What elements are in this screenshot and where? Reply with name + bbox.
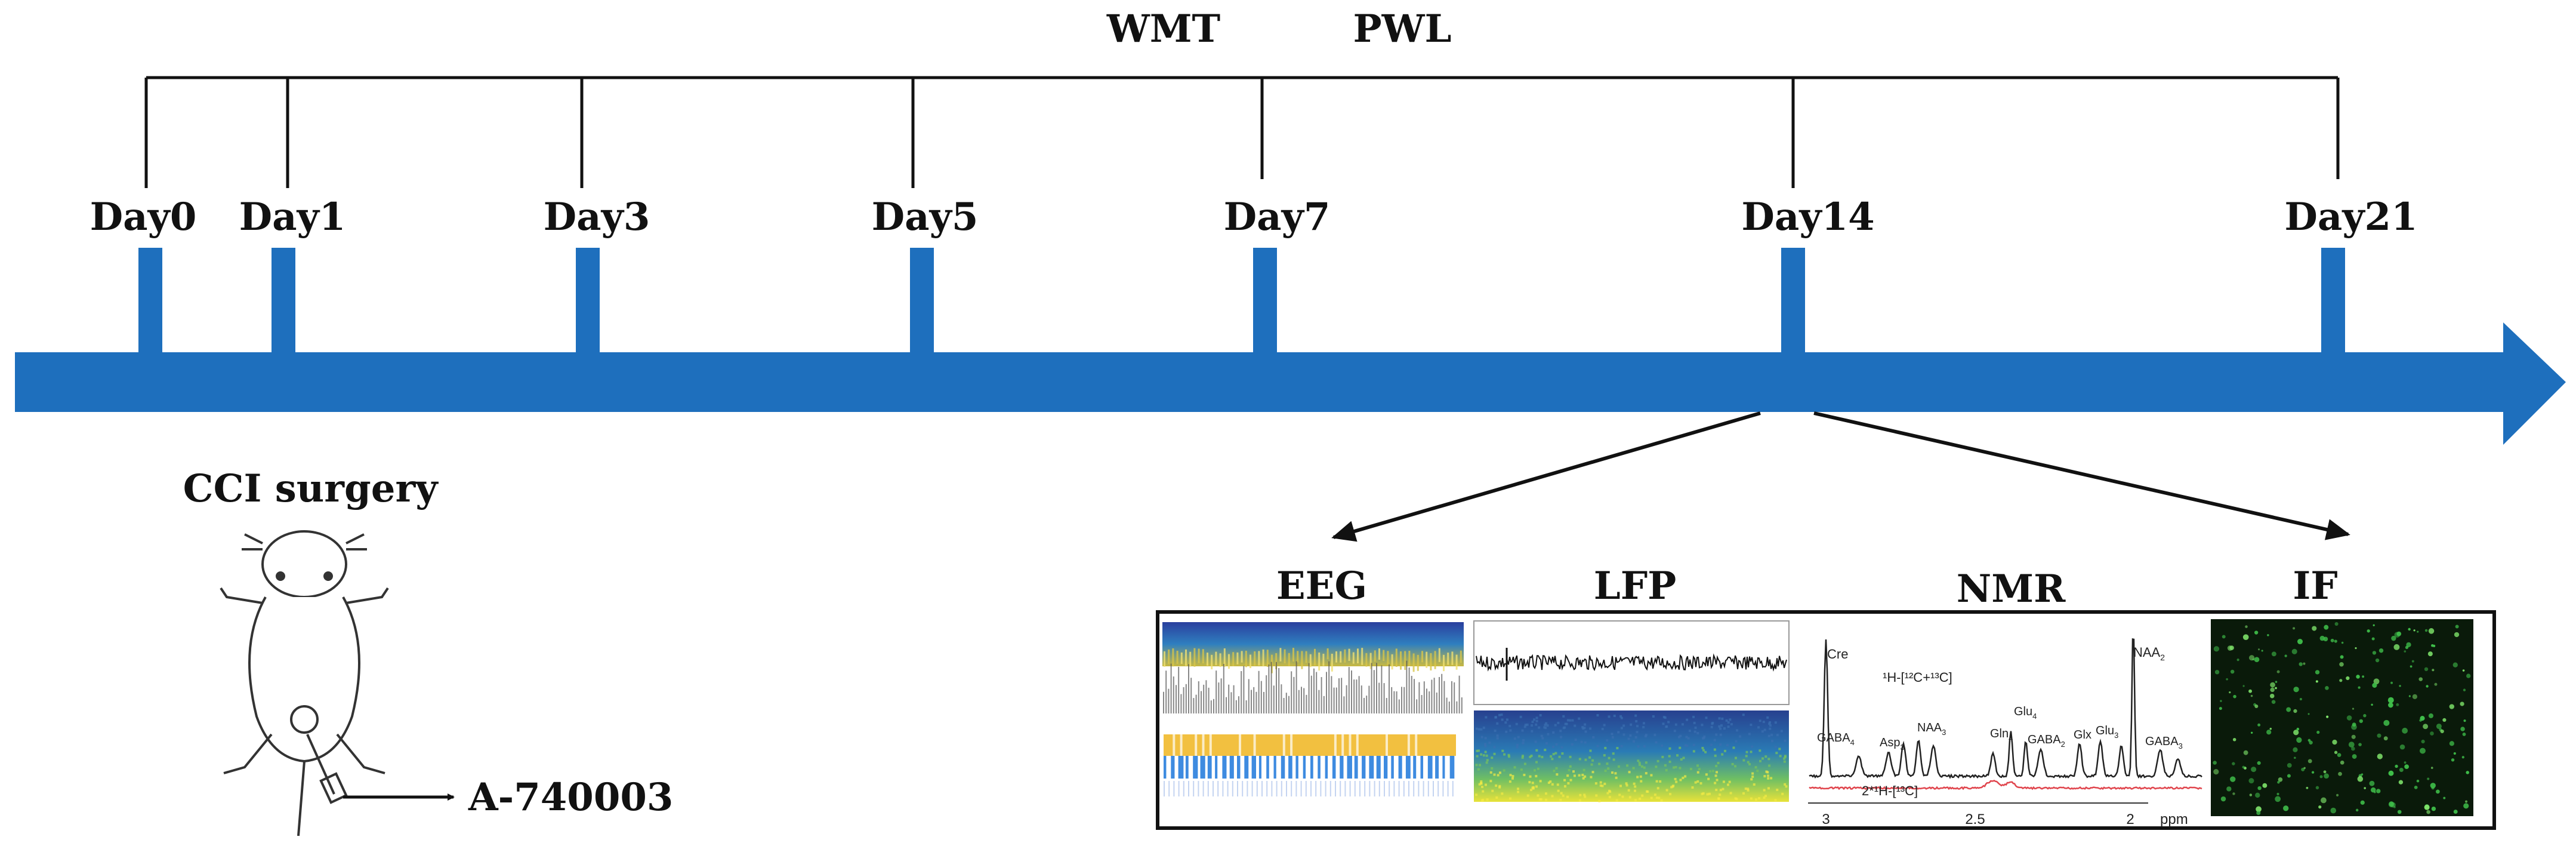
day-label-day14: Day14 xyxy=(1741,195,1874,239)
nmr-tick-2: 2 xyxy=(2126,811,2134,828)
nmr-panel: 3 2.5 2 ppm ¹H-[¹²C+¹³C] 2*¹H-[¹³C] Cre … xyxy=(1801,621,2205,828)
cci-surgery-label: CCI surgery xyxy=(183,466,439,511)
peak-glx: Glx xyxy=(2074,728,2091,742)
day-tick-day7 xyxy=(1253,248,1277,355)
peak-gln4: Gln4 xyxy=(1990,727,2013,743)
peak-asp3: Asp3 xyxy=(1880,736,1905,752)
pwl-label: PWL xyxy=(1353,7,1452,51)
peak-glu3: Glu3 xyxy=(2096,724,2118,740)
wmt-label: WMT xyxy=(1106,7,1220,51)
peak-naa3: NAA3 xyxy=(1917,721,1946,737)
peak-naa2: NAA2 xyxy=(2133,645,2165,662)
lfp-label: LFP xyxy=(1594,564,1677,608)
expand-arrow-left xyxy=(1331,411,1761,542)
expand-arrow-right xyxy=(1813,411,2350,540)
peak-gaba3: GABA3 xyxy=(2145,735,2183,750)
peak-gaba2: GABA2 xyxy=(2028,733,2065,749)
eeg-panel xyxy=(1162,622,1464,796)
day-label-day3: Day3 xyxy=(544,195,650,239)
if-label: IF xyxy=(2293,564,2337,608)
nmr-label: NMR xyxy=(1957,567,2066,611)
lfp-panel xyxy=(1473,620,1790,802)
rat-illustration xyxy=(220,530,389,836)
day-tick-day3 xyxy=(576,248,600,355)
day-tick-day1 xyxy=(272,248,295,355)
day-tick-day5 xyxy=(910,248,934,355)
day-tick-day0 xyxy=(138,248,162,355)
if-panel xyxy=(2211,619,2473,816)
day-tick-day14 xyxy=(1781,248,1805,355)
timeline-arrow xyxy=(15,322,2566,445)
day-label-day0: Day0 xyxy=(90,195,197,239)
bracket-drops xyxy=(144,78,2340,188)
drug-label: A-740003 xyxy=(468,775,673,820)
day-label-day21: Day21 xyxy=(2284,195,2417,239)
day-label-day7: Day7 xyxy=(1224,195,1331,239)
peak-glu4: Glu4 xyxy=(2014,705,2037,721)
peak-cre: Cre xyxy=(1827,647,1848,662)
nmr-legend-top: ¹H-[¹²C+¹³C] xyxy=(1883,670,1952,685)
day-tick-day21 xyxy=(2321,248,2345,355)
nmr-ppm-unit: ppm xyxy=(2160,811,2188,828)
day-label-day5: Day5 xyxy=(872,195,979,239)
nmr-tick-2-5: 2.5 xyxy=(1965,811,1985,828)
peak-gaba4: GABA4 xyxy=(1817,731,1855,747)
nmr-tick-3: 3 xyxy=(1822,811,1830,828)
day-label-day1: Day1 xyxy=(239,195,346,239)
eeg-label: EEG xyxy=(1276,564,1367,608)
nmr-legend-bottom: 2*¹H-[¹³C] xyxy=(1862,783,1918,798)
day-ticks: Day0 Day1 Day3 Day5 Day7 Day14 Day21 xyxy=(90,195,2418,355)
